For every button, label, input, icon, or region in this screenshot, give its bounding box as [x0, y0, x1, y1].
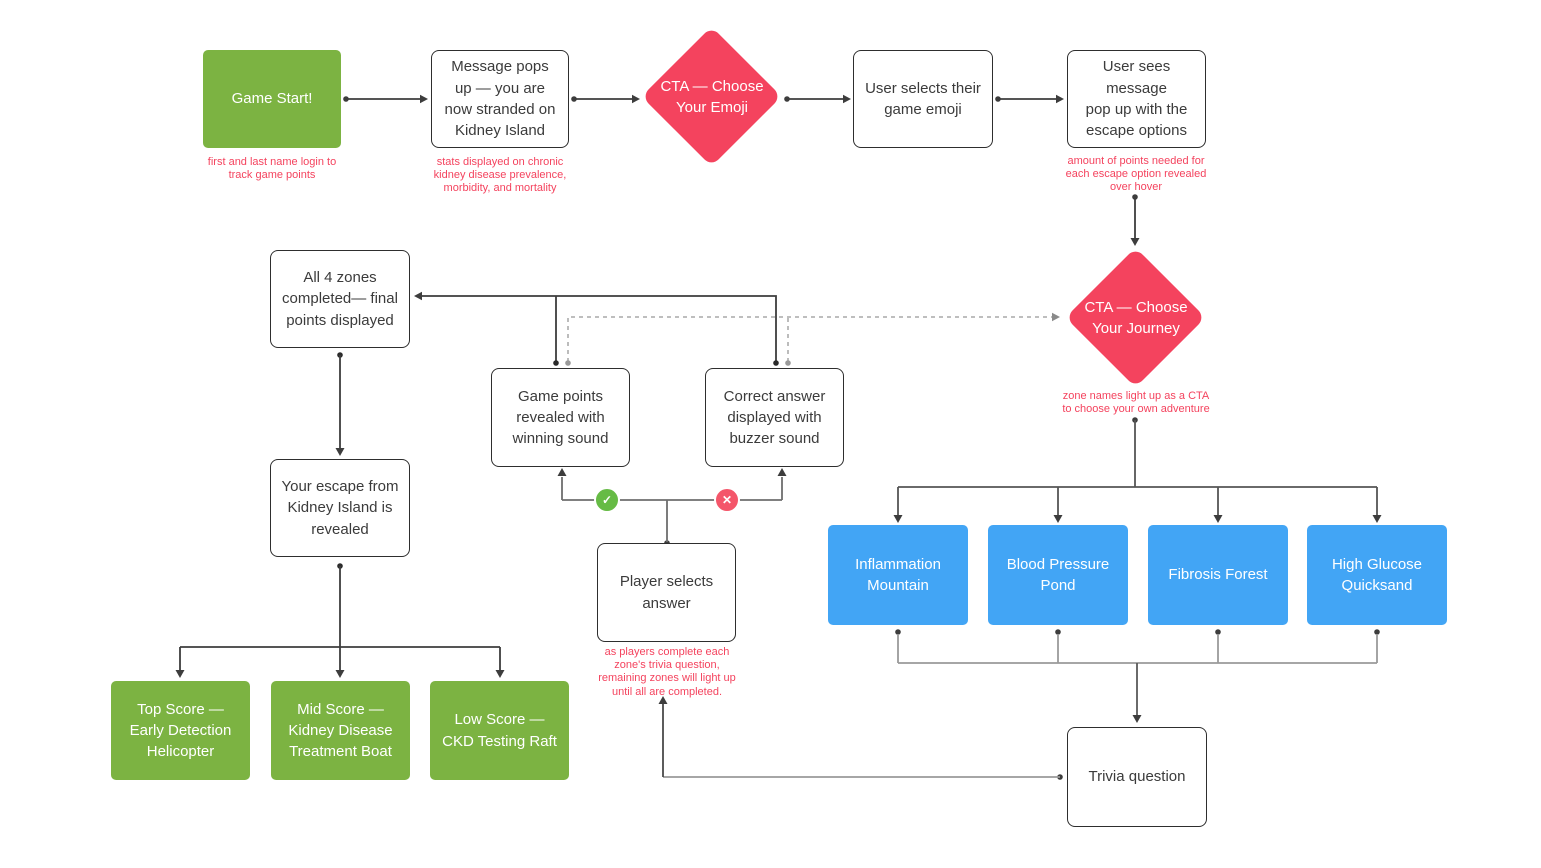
flow-node-top-score-helicopter: Top Score — Early Detection Helicopter [111, 681, 250, 780]
node-label: CTA — Choose Your Emoji [660, 78, 764, 116]
flow-node-player-selects-answer: Player selects answer [597, 543, 736, 642]
flow-node-game-points-revealed: Game points revealed with winning sound [491, 368, 630, 467]
node-label: Game Start! [231, 90, 313, 108]
annotation-stats-note: stats displayed on chronic kidney diseas… [433, 156, 567, 195]
flow-node-message-popup: Message pops up — you are now stranded o… [431, 50, 569, 148]
node-label: Mid Score — Kidney Disease Treatment Boa… [288, 700, 393, 761]
connector-all-zones-to-escape [335, 352, 345, 456]
node-label: Message pops up — you are now stranded o… [444, 58, 556, 140]
annotation-login-note: first and last name login to track game … [207, 156, 337, 182]
connector-start-to-message [343, 94, 428, 104]
flow-node-mid-score-boat: Mid Score — Kidney Disease Treatment Boa… [271, 681, 410, 780]
node-label: Game points revealed with winning sound [512, 387, 609, 448]
flow-node-cta-choose-emoji: CTA — Choose Your Emoji [641, 26, 782, 167]
node-label: Inflammation Mountain [855, 555, 941, 594]
connector-feedback-to-all-zones [414, 291, 779, 366]
flow-node-trivia-question: Trivia question [1067, 727, 1207, 827]
flow-node-game-start: Game Start! [203, 50, 341, 148]
check-glyph: ✓ [601, 493, 613, 507]
connector-user-sees-to-journey-cta [1130, 194, 1140, 246]
flow-node-zone-high-glucose-quicksand: High Glucose Quicksand [1307, 525, 1447, 625]
wrong-cross-icon: ✕ [714, 487, 740, 513]
node-label: User selects their game emoji [865, 79, 981, 118]
node-label: CTA — Choose Your Journey [1084, 299, 1188, 337]
node-label: Low Score — CKD Testing Raft [442, 711, 557, 750]
node-label: Trivia question [1088, 768, 1186, 786]
flow-node-zone-blood-pressure-pond: Blood Pressure Pond [988, 525, 1128, 625]
node-label: High Glucose Quicksand [1331, 555, 1423, 594]
flow-node-zone-inflammation-mountain: Inflammation Mountain [828, 525, 968, 625]
annotation-zone-names-note: zone names light up as a CTA to choose y… [1062, 390, 1210, 416]
node-label: Blood Pressure Pond [1006, 555, 1110, 594]
connector-user-selects-to-user-sees [995, 94, 1064, 104]
node-label: Correct answer displayed with buzzer sou… [723, 387, 826, 448]
connector-message-to-emoji-cta [571, 94, 640, 104]
flow-node-user-sees-escape-options: User sees message pop up with the escape… [1067, 50, 1206, 148]
node-label: Player selects answer [619, 573, 714, 612]
connector-journey-to-zones [893, 417, 1382, 523]
node-label: All 4 zones completed— final points disp… [282, 269, 398, 329]
connector-player-answer-branch [557, 468, 787, 546]
correct-check-icon: ✓ [594, 487, 620, 513]
flow-node-cta-choose-journey: CTA — Choose Your Journey [1065, 247, 1206, 388]
annotation-points-hover-note: amount of points needed for each escape … [1065, 155, 1207, 194]
flow-node-low-score-raft: Low Score — CKD Testing Raft [430, 681, 569, 780]
cross-glyph: ✕ [721, 493, 733, 507]
node-label: Top Score — Early Detection Helicopter [129, 700, 232, 761]
node-label: Fibrosis Forest [1168, 566, 1268, 584]
flow-node-user-selects-emoji: User selects their game emoji [853, 50, 993, 148]
connector-trivia-loop [658, 696, 1063, 780]
node-label: User sees message pop up with the escape… [1085, 58, 1188, 140]
flow-node-all-zones-completed: All 4 zones completed— final points disp… [270, 250, 410, 348]
annotation-zones-light-up-note: as players complete each zone's trivia q… [598, 646, 736, 698]
flow-node-correct-answer-displayed: Correct answer displayed with buzzer sou… [705, 368, 844, 467]
connector-escape-to-scores [175, 563, 505, 678]
node-label: Your escape from Kidney Island is reveal… [281, 478, 399, 538]
connector-feedback-to-journey-dashed [565, 312, 1060, 366]
connector-emoji-cta-to-user-selects [784, 94, 851, 104]
flow-node-zone-fibrosis-forest: Fibrosis Forest [1148, 525, 1288, 625]
flow-node-your-escape-revealed: Your escape from Kidney Island is reveal… [270, 459, 410, 557]
connector-zones-to-trivia [895, 629, 1380, 723]
